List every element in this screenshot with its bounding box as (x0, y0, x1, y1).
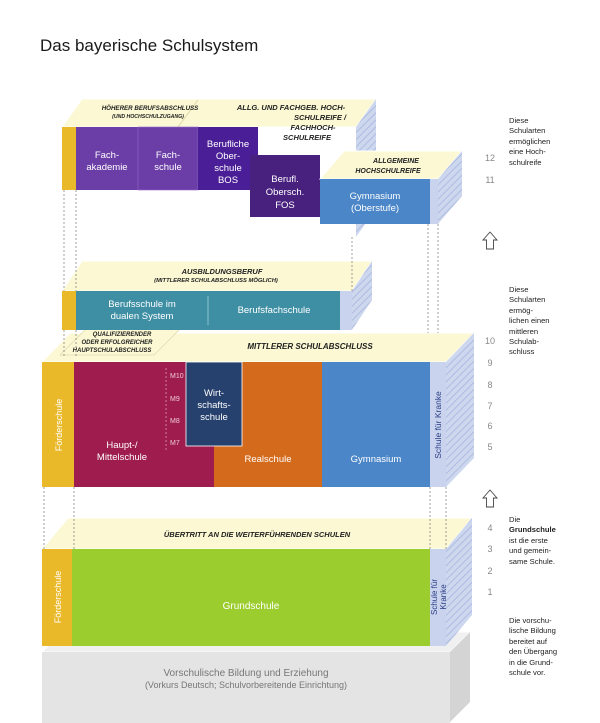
wirtschaft-label-1: Wirt- (204, 388, 224, 399)
bos-label-3: schule (214, 163, 241, 174)
hoeherer-caption-1: HÖHERER BERUFSABSCHLUSS (102, 105, 199, 112)
hochschulreife-caption-1: ALLG. UND FACHGEB. HOCH- (236, 103, 346, 112)
secondary-kranke (430, 362, 446, 487)
secondary-block: QUALIFIZIERENDER ODER ERFOLGREICHER HAUP… (40, 326, 476, 487)
secondary-kranke-label: Schule für Kranke (433, 391, 443, 459)
hauptschule-label-1: Haupt-/ (106, 440, 138, 451)
preschool-label-1: Vorschulische Bildung und Erziehung (163, 668, 328, 679)
grade-2: 2 (487, 566, 492, 576)
grade-numbers: 12 11 10 9 8 7 6 5 4 3 2 1 (485, 153, 495, 597)
upper-yellow (62, 127, 76, 190)
secondary-foerderschule-label: Förderschule (54, 399, 64, 452)
grundschule (72, 549, 430, 646)
fos-label-1: Berufl. (271, 174, 298, 185)
grade-10: 10 (485, 336, 495, 346)
up-arrow-icon (482, 489, 498, 508)
hochschulreife-caption-3: FACHHOCH- (291, 123, 336, 132)
uebertritt-caption: ÜBERTRITT AN DIE WEITERFÜHRENDEN SCHULEN (164, 530, 351, 539)
primary-kranke-label-2: Kranke (439, 584, 448, 610)
grade-1: 1 (487, 587, 492, 597)
ausbildung-caption-1: AUSBILDUNGSBERUF (181, 267, 263, 276)
allgemeine-caption-2: HOCHSCHULREIFE (355, 168, 421, 175)
primary-block: ÜBERTRITT AN DIE WEITERFÜHRENDEN SCHULEN… (40, 517, 474, 646)
fos (250, 155, 320, 217)
side-note-hochschulreife: Diese Schularten ermöglichen eine Hoch- … (509, 116, 551, 167)
primary-kranke (430, 549, 446, 646)
m9-label: M9 (170, 396, 180, 403)
primary-foerderschule-label: Förderschule (53, 571, 63, 624)
quali-caption-1: QUALIFIZIERENDER (93, 332, 152, 338)
grade-7: 7 (487, 401, 492, 411)
guide-lines (43, 190, 447, 549)
fachakademie-label-2: akademie (86, 162, 127, 173)
fachakademie (76, 127, 138, 190)
gym-oberstufe-label-2: (Oberstufe) (351, 203, 399, 214)
bos (198, 127, 258, 190)
primary-kranke-label-1: Schule für (430, 579, 439, 615)
gymnasium-sek-label: Gymnasium (351, 454, 402, 465)
preschool-label-2: (Vorkurs Deutsch; Schulvorbereitende Ein… (145, 680, 347, 690)
grade-6: 6 (487, 421, 492, 431)
berufsschule-label-2: dualen System (111, 311, 174, 322)
gymnasium-sek (322, 362, 430, 487)
hochschulreife-caption-4: SCHULREIFE (283, 133, 332, 142)
fos-label-2: Obersch. (266, 187, 305, 198)
fachschule-label-1: Fach- (156, 150, 180, 161)
m10-label: M10 (170, 373, 184, 380)
fachschule-label-2: schule (154, 162, 181, 173)
quali-caption-2: ODER ERFOLGREICHER (81, 340, 153, 346)
fachschule (137, 126, 199, 191)
hauptschule-label-2: Mittelschule (97, 452, 147, 463)
side-note-vorschule: Die vorschu- lische Bildung bereitet auf… (509, 616, 558, 678)
hochschulreife-caption-2: SCHULREIFE / (294, 113, 347, 122)
grade-11: 11 (485, 175, 494, 185)
ausbildung-caption-2: (MITTLERER SCHULABSCHLUSS MÖGLICH) (154, 277, 278, 284)
grade-4: 4 (487, 523, 492, 533)
secondary-foerderschule (42, 362, 74, 487)
allgemeine-caption-1: ALLGEMEINE (372, 158, 419, 165)
page-title: Das bayerische Schulsystem (40, 36, 259, 55)
gym-oberstufe-label-1: Gymnasium (350, 191, 401, 202)
gymnasium-oberstufe (320, 179, 430, 224)
grade-3: 3 (487, 544, 492, 554)
realschule-label: Realschule (245, 454, 292, 465)
vocational-block: AUSBILDUNGSBERUF (MITTLERER SCHULABSCHLU… (61, 260, 373, 330)
wirtschaft-label-3: schule (200, 412, 227, 423)
bos-label-1: Berufliche (207, 139, 249, 150)
fos-label-3: FOS (275, 200, 295, 211)
grade-8: 8 (487, 380, 492, 390)
bos-label-4: BOS (218, 175, 238, 186)
m7-label: M7 (170, 440, 180, 447)
berufsfachschule-label: Berufsfachschule (238, 305, 311, 316)
wirtschaftsschule (185, 361, 243, 447)
up-arrow-icon (482, 231, 498, 250)
berufsschule-label-1: Berufsschule im (108, 299, 176, 310)
side-note-grundschule: Die Grundschule ist die erste und gemein… (509, 515, 556, 566)
primary-foerderschule (42, 549, 72, 646)
upper-block: HÖHERER BERUFSABSCHLUSS (UND HOCHSCHULZU… (61, 98, 464, 237)
grade-9: 9 (487, 358, 492, 368)
grade-5: 5 (487, 442, 492, 452)
bos-label-2: Ober- (216, 151, 240, 162)
quali-caption-3: HAUPTSCHULABSCHLUSS (73, 348, 152, 354)
hoeherer-caption-2: (UND HOCHSCHULZUGANG) (112, 114, 184, 120)
m8-label: M8 (170, 418, 180, 425)
grundschule-label: Grundschule (223, 601, 280, 612)
wirtschaft-label-2: schafts- (197, 400, 230, 411)
side-note-mittlerer: Diese Schularten ermög- lichen einen mit… (509, 285, 550, 357)
grade-12: 12 (485, 153, 495, 163)
vocational-yellow (62, 291, 76, 330)
mittlerer-caption: MITTLERER SCHULABSCHLUSS (247, 342, 373, 351)
fachakademie-label-1: Fach- (95, 150, 119, 161)
